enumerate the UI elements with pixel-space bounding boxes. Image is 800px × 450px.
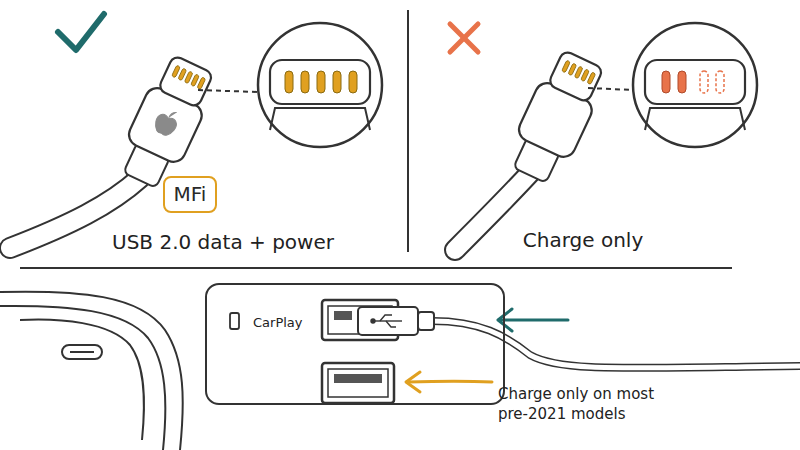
- usb-symbol: [371, 315, 402, 327]
- mfi-cable: [10, 52, 221, 248]
- apple-logo: [152, 106, 182, 138]
- mfi-badge: MFi: [163, 176, 217, 213]
- charge-only-cable: [455, 47, 611, 250]
- divider: [407, 10, 409, 252]
- charge-port: [322, 363, 394, 403]
- caption-text: USB 2.0 data + power: [92, 229, 354, 255]
- teal-arrow: [498, 309, 568, 331]
- leader-line: [198, 90, 258, 92]
- zoom-pins-partial: [633, 23, 757, 147]
- note-text: Charge only on most pre-2021 models: [498, 385, 688, 424]
- caption-text: Charge only: [488, 227, 678, 253]
- zoom-pins-full: [258, 23, 382, 147]
- badge-text: MFi: [174, 182, 207, 206]
- check-mark: [58, 14, 104, 50]
- dashboard-vent: [0, 292, 183, 450]
- phone-icon: [230, 313, 239, 329]
- port-label: CarPlay: [253, 315, 303, 331]
- gold-arrow: [406, 372, 492, 392]
- control-panel: CarPlay: [205, 283, 505, 405]
- section-line: [20, 267, 732, 269]
- carplay-port: [230, 300, 800, 368]
- leader-line: [588, 88, 633, 90]
- cross-mark: [450, 24, 478, 52]
